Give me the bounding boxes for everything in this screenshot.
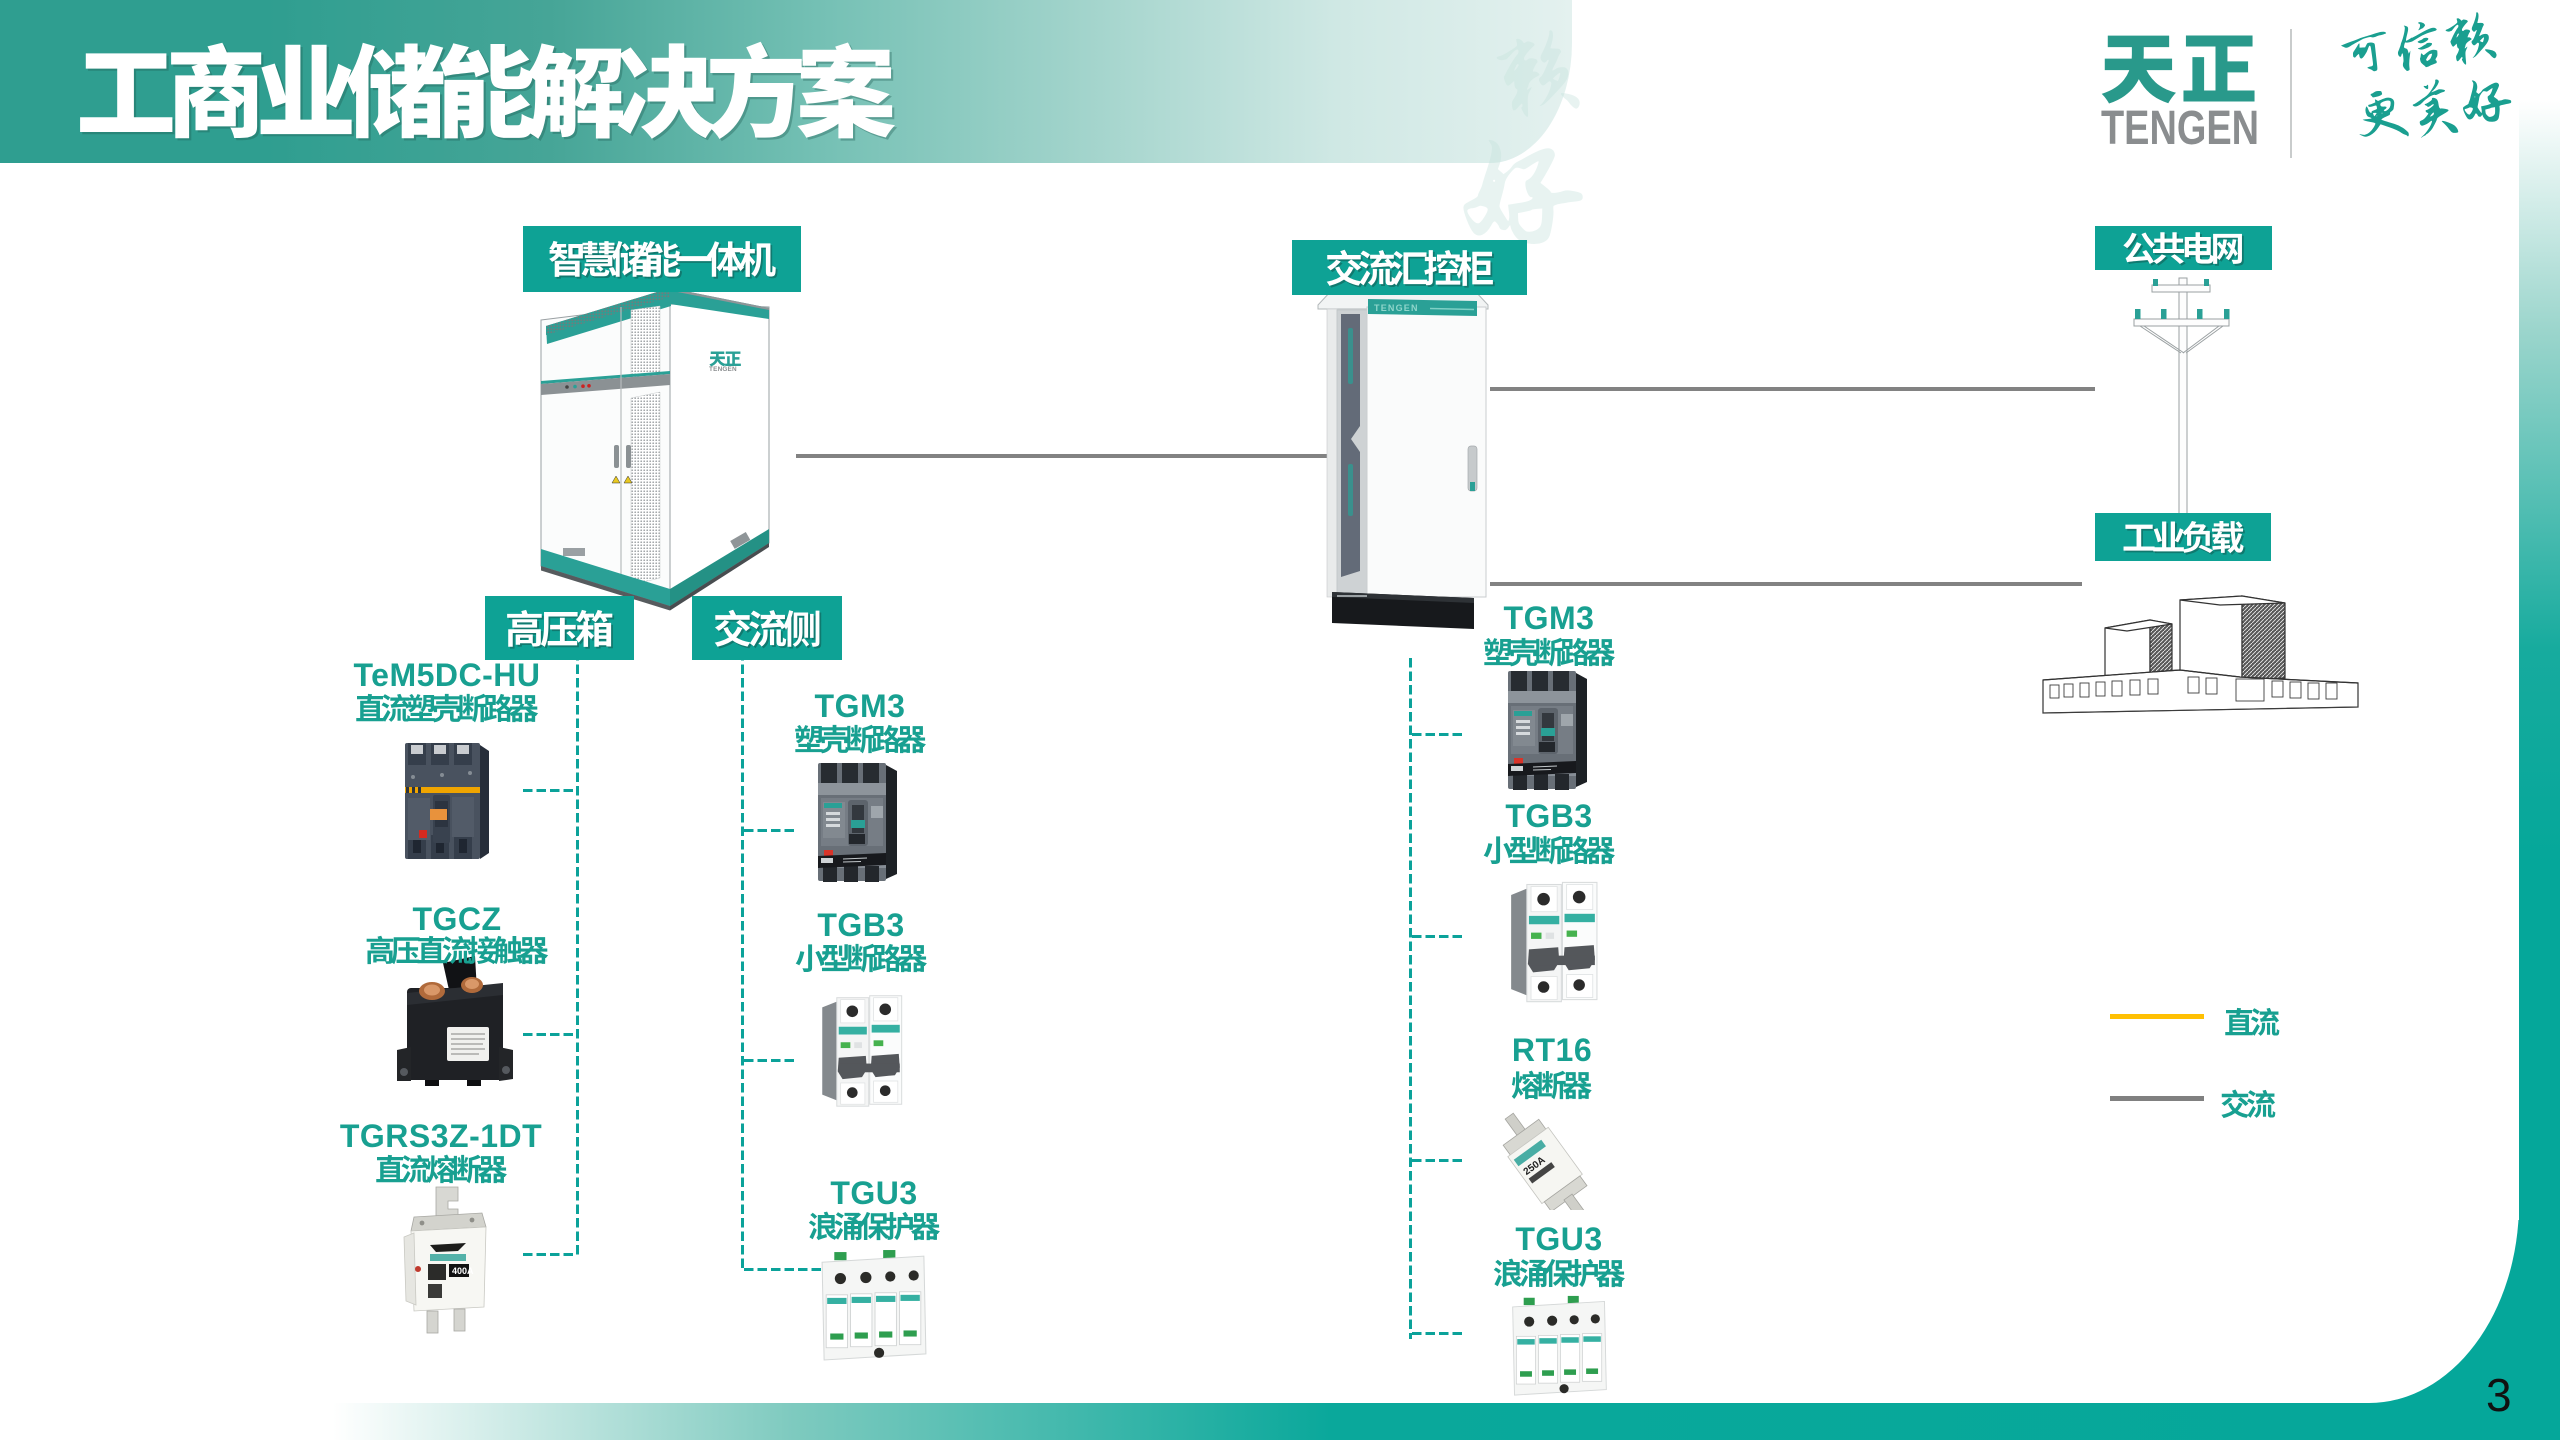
svg-text:TENGEN: TENGEN	[1374, 303, 1419, 313]
svg-text:400A: 400A	[452, 1266, 474, 1276]
